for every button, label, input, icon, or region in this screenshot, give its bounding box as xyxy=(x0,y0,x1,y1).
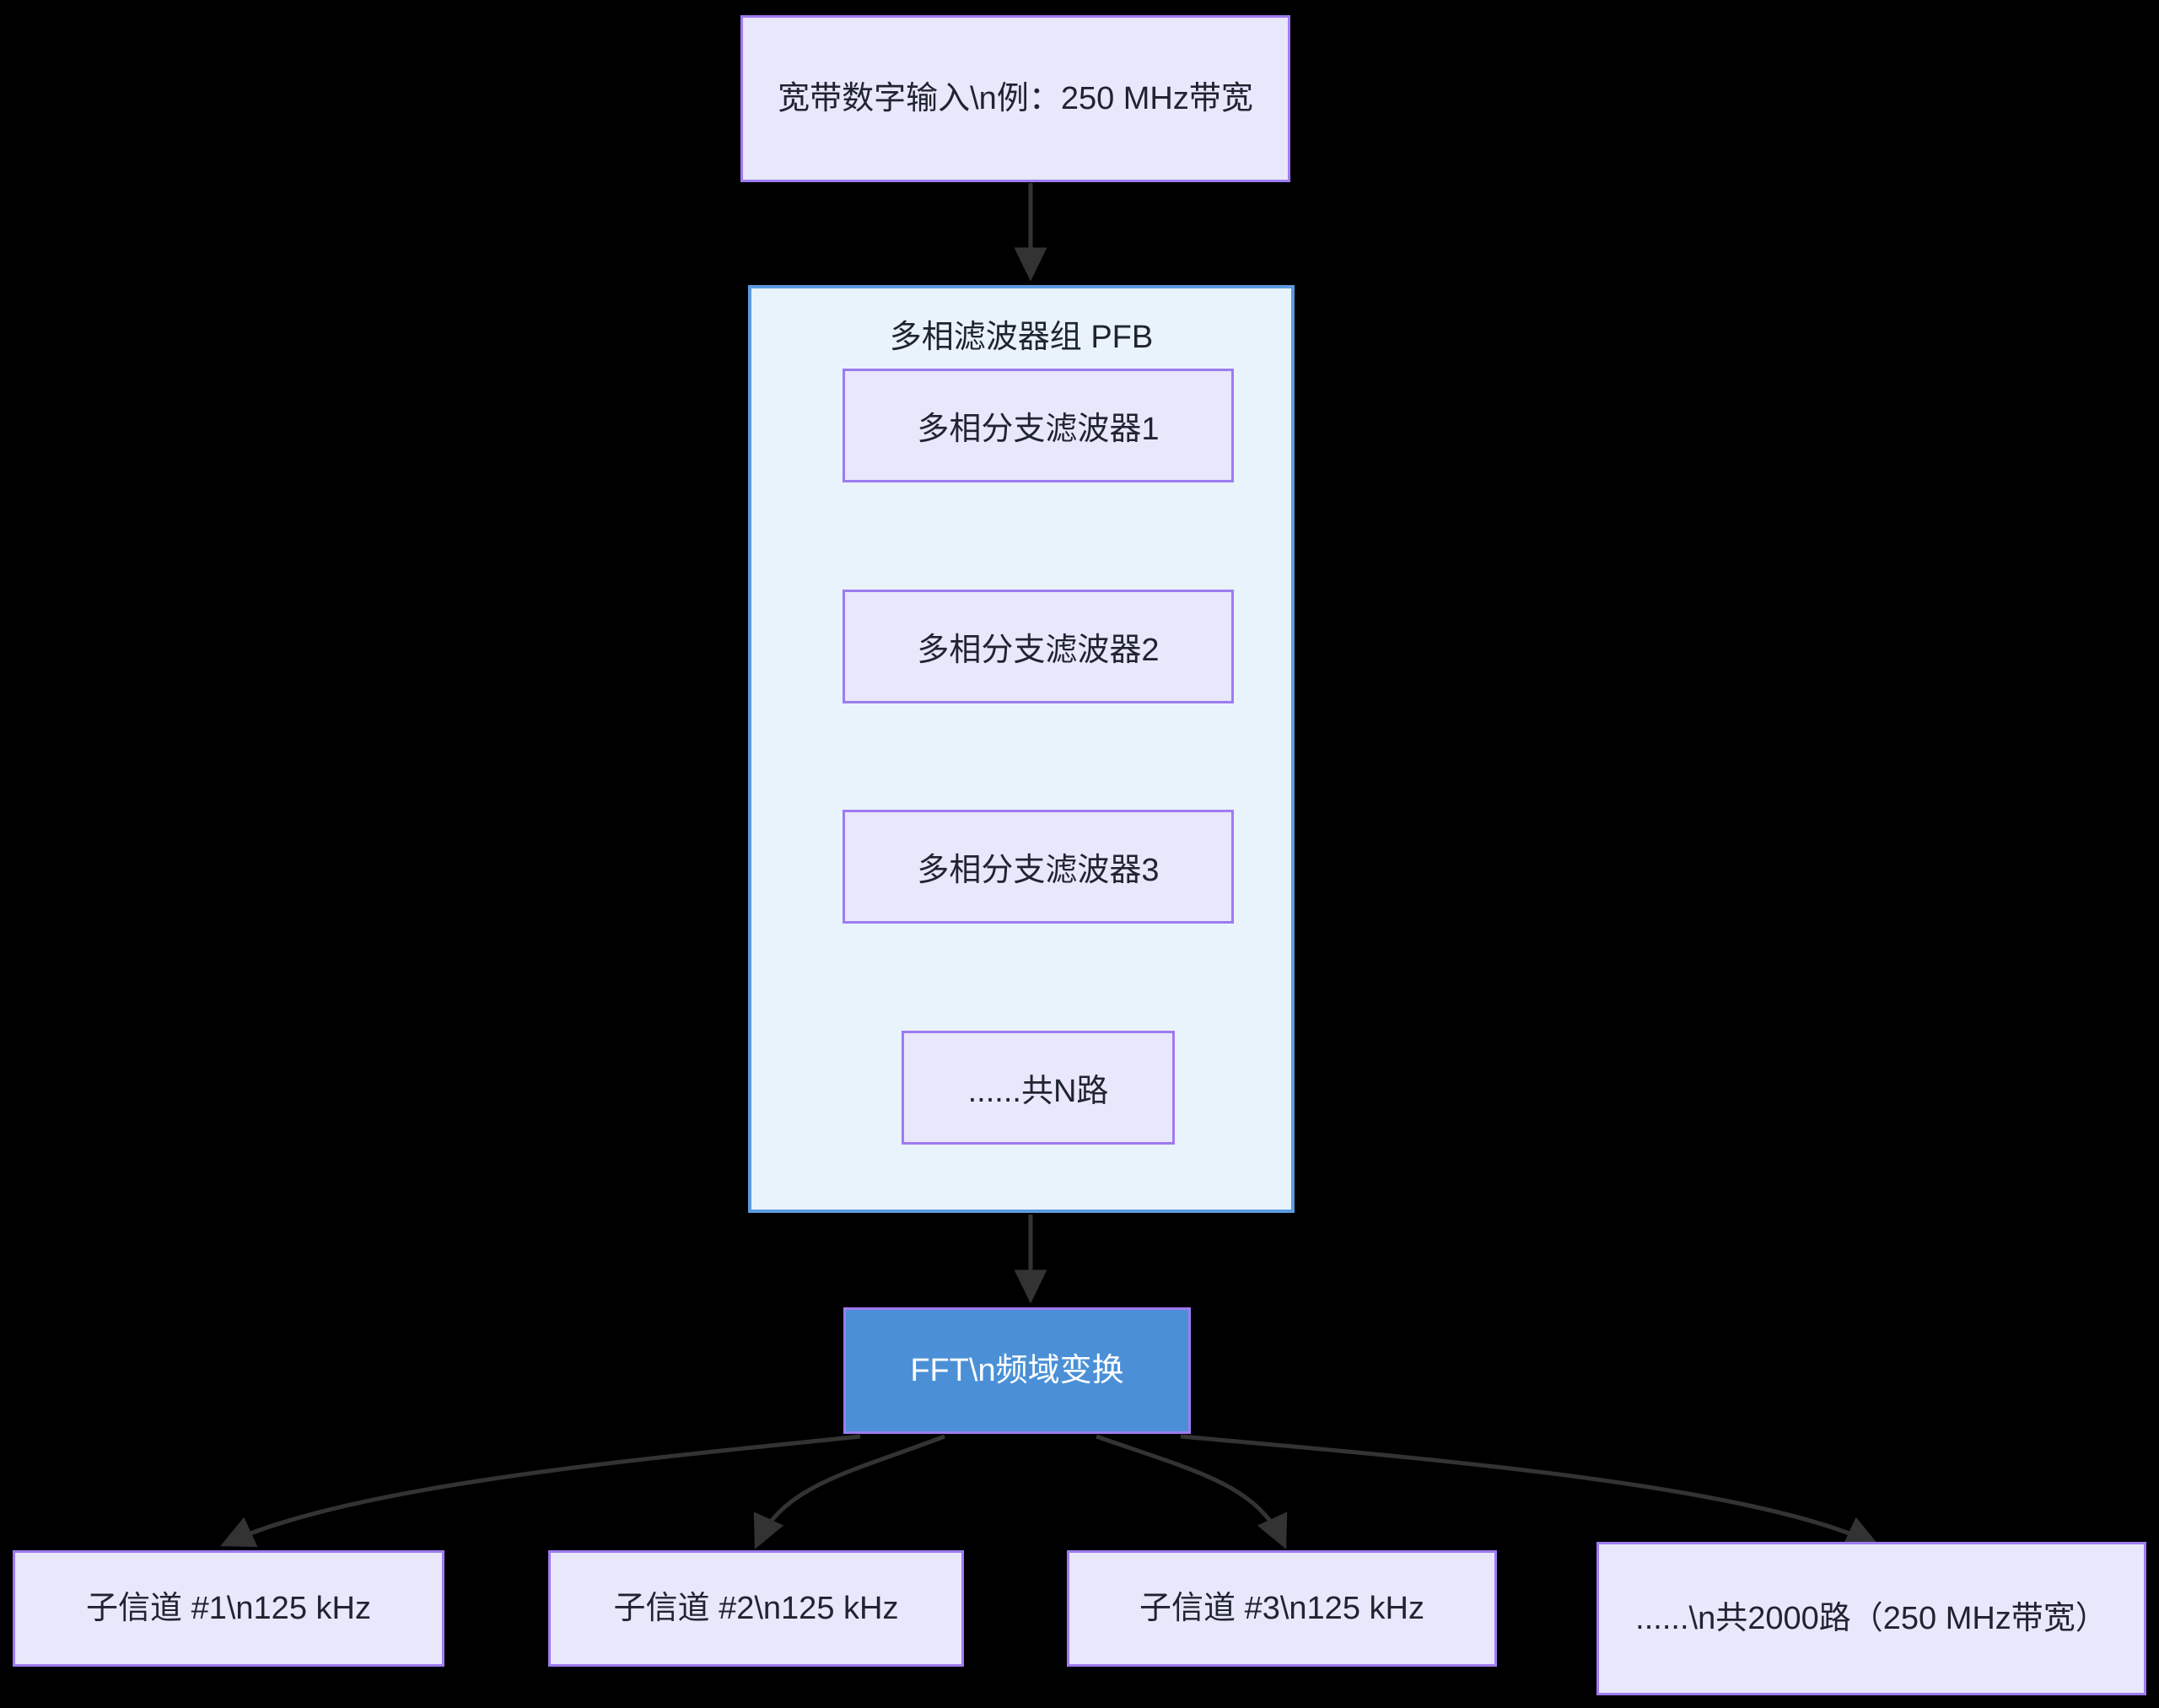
pfb-branch-filter-3[interactable]: 多相分支滤波器3 xyxy=(843,810,1234,924)
fft-node-label: FFT\n频域变换 xyxy=(910,1352,1124,1388)
pfb-branch-filter-1-label: 多相分支滤波器1 xyxy=(917,412,1160,447)
edge-fft-to-out3 xyxy=(1096,1434,1288,1549)
pfb-branch-filter-1[interactable]: 多相分支滤波器1 xyxy=(843,369,1234,482)
output-subchannel-rest-label: ......\n共2000路（250 MHz带宽） xyxy=(1635,1600,2108,1636)
output-subchannel-3[interactable]: 子信道 #3\n125 kHz xyxy=(1067,1550,1497,1667)
pfb-branch-filter-n[interactable]: ......共N路 xyxy=(902,1031,1175,1145)
edge-fft-to-out4 xyxy=(1180,1434,1880,1548)
output-subchannel-3-label: 子信道 #3\n125 kHz xyxy=(1139,1590,1424,1626)
pfb-branch-filter-2-label: 多相分支滤波器2 xyxy=(917,633,1160,668)
output-subchannel-1-label: 子信道 #1\n125 kHz xyxy=(86,1590,371,1626)
fft-node[interactable]: FFT\n频域变换 xyxy=(843,1307,1191,1434)
pfb-group[interactable]: 多相滤波器组 PFB 多相分支滤波器1 多相分支滤波器2 多相分支滤波器3 ..… xyxy=(748,285,1295,1213)
output-subchannel-2-label: 子信道 #2\n125 kHz xyxy=(613,1590,899,1626)
edge-fft-to-out2 xyxy=(753,1434,945,1549)
output-subchannel-rest[interactable]: ......\n共2000路（250 MHz带宽） xyxy=(1596,1542,2146,1695)
pfb-branch-filter-n-label: ......共N路 xyxy=(967,1074,1109,1109)
pfb-branch-filter-2[interactable]: 多相分支滤波器2 xyxy=(843,590,1234,703)
input-node-label: 宽带数字输入\n例：250 MHz带宽 xyxy=(778,80,1253,116)
output-subchannel-1[interactable]: 子信道 #1\n125 kHz xyxy=(13,1550,444,1667)
pfb-branch-filter-3-label: 多相分支滤波器3 xyxy=(917,853,1160,888)
edge-fft-to-out1 xyxy=(220,1434,861,1548)
pfb-group-title: 多相滤波器组 PFB xyxy=(889,320,1154,355)
input-node[interactable]: 宽带数字输入\n例：250 MHz带宽 xyxy=(740,15,1290,182)
output-subchannel-2[interactable]: 子信道 #2\n125 kHz xyxy=(548,1550,964,1667)
